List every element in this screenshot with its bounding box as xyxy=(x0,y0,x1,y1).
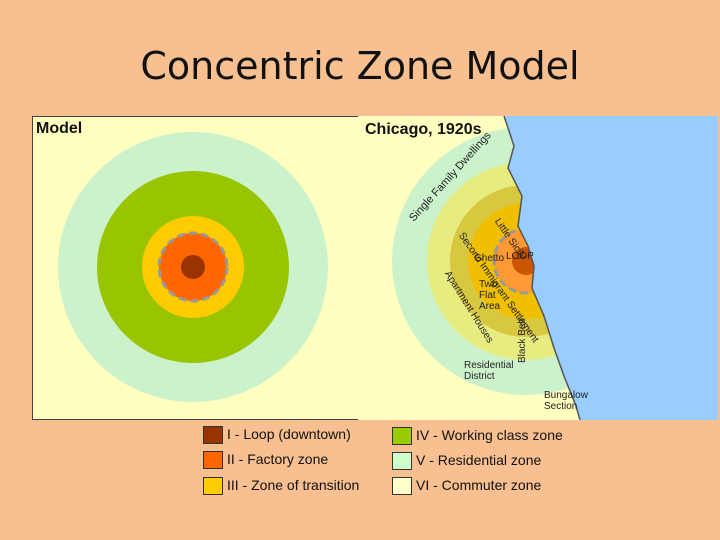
shoreline xyxy=(503,116,581,420)
loop-zone xyxy=(181,255,205,279)
residential-label: Residential District xyxy=(464,360,514,382)
legend-label: IV - Working class zone xyxy=(416,427,563,443)
legend-swatch xyxy=(203,451,223,469)
lake-michigan xyxy=(504,116,718,420)
legend-label: II - Factory zone xyxy=(227,451,329,467)
legend-label: I - Loop (downtown) xyxy=(227,426,351,442)
two-flat-label: Two Flat Area xyxy=(479,279,501,312)
legend-swatch xyxy=(392,477,412,495)
chicago-diagram xyxy=(358,116,718,420)
bungalow-label: Bungalow Section xyxy=(544,390,588,412)
loop-label: LOOP xyxy=(506,251,534,262)
model-diagram xyxy=(58,132,328,402)
chicago-panel: Chicago, 1920s Single Family Dwellings S… xyxy=(358,116,718,420)
legend-swatch xyxy=(203,477,223,495)
ghetto-label: Ghetto xyxy=(474,253,505,264)
chicago-label: Chicago, 1920s xyxy=(365,121,482,138)
black-belt-label: Black Belt xyxy=(517,318,528,363)
legend-label: V - Residential zone xyxy=(416,452,542,468)
legend-swatch xyxy=(392,452,412,470)
slide-title: Concentric Zone Model xyxy=(140,44,580,88)
legend-label: VI - Commuter zone xyxy=(416,477,542,493)
legend-label: III - Zone of transition xyxy=(227,477,360,493)
legend-swatch xyxy=(392,427,412,445)
legend-swatch xyxy=(203,426,223,444)
model-panel: Model xyxy=(32,116,392,420)
model-label: Model xyxy=(36,120,83,137)
